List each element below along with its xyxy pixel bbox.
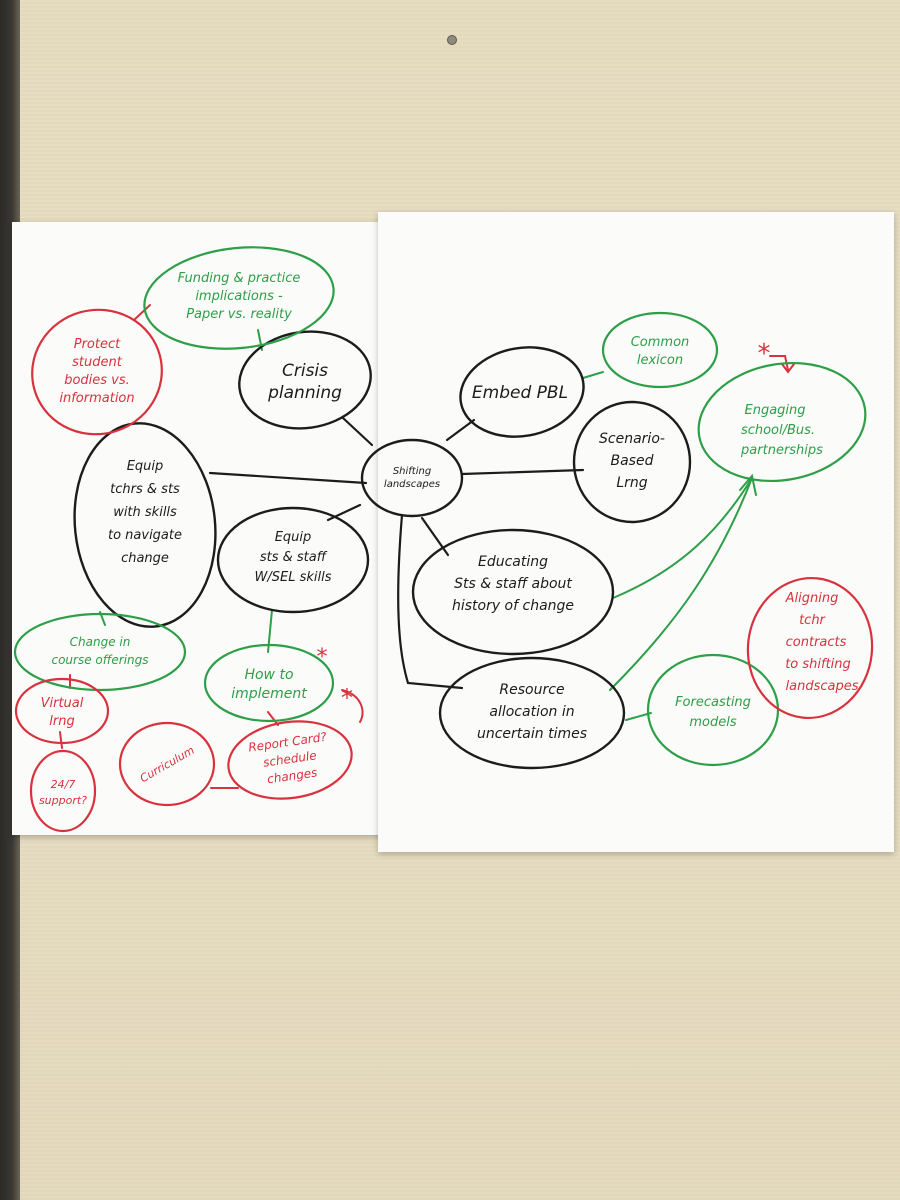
connector-educating: [420, 516, 450, 557]
connector-scenario: [460, 468, 585, 476]
connector-forecasting: [625, 712, 652, 721]
connector-embed: [445, 418, 476, 442]
asterisk-engaging: *: [758, 339, 771, 369]
asterisk-implement: *: [317, 645, 328, 670]
connector-equip-tchrs: [208, 471, 368, 485]
connector-crisis: [341, 416, 374, 447]
asterisk-report: *: [341, 684, 353, 712]
wall-pin: [447, 35, 457, 45]
curriculum-node: [118, 721, 216, 807]
engaging-node: [697, 361, 867, 483]
report-label: Report Card?schedulechanges: [248, 730, 333, 789]
arrow-head: [739, 473, 757, 496]
connector-lexicon: [582, 371, 604, 379]
forecasting-node: [646, 653, 780, 767]
course-node: [13, 612, 187, 692]
embed-node: [459, 346, 585, 438]
connector-support: [59, 731, 63, 749]
implement-node: [203, 643, 335, 723]
connector-protect: [133, 304, 151, 321]
asterisk-arrow-2: [341, 689, 364, 723]
connector-equip-sts: [326, 503, 362, 522]
educating-node: [411, 528, 615, 656]
connector-resource: [397, 513, 464, 690]
support-node: [29, 749, 97, 833]
right-chart-paper: [378, 212, 894, 852]
protect-node: [31, 308, 163, 436]
asterisk-arrow: [769, 355, 795, 374]
aligning-node: [746, 576, 874, 720]
equip-sts-node: [216, 506, 370, 614]
center-node: [360, 438, 464, 518]
report-node: [227, 720, 353, 800]
equip-tchrs-node: [73, 422, 217, 628]
virtual-node: [14, 677, 110, 745]
funding-node: [143, 246, 335, 350]
arrow-educating-engaging: [612, 477, 753, 599]
arrow-resource-engaging: [609, 477, 753, 691]
curriculum-label: Curriculum: [138, 744, 197, 786]
scenario-node: [572, 400, 692, 524]
embed-label: Embed PBL: [472, 383, 568, 403]
resource-node: [438, 656, 626, 770]
lexicon-node: [601, 311, 719, 389]
